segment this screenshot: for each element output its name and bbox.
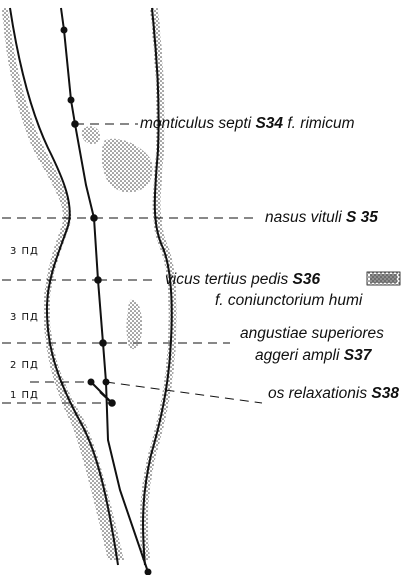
label-s37-line2: aggeri ampli S37 xyxy=(255,347,373,364)
label-s36-line2: f. coniunctorium humi xyxy=(215,292,363,309)
leg-left-contour xyxy=(10,8,118,565)
s36-stamp-icon xyxy=(367,272,400,285)
shin-shading xyxy=(127,300,142,349)
knee-shading-small xyxy=(82,126,100,144)
measure-label-2: 3 ПД xyxy=(10,312,39,323)
point-top-2 xyxy=(68,97,75,104)
measure-label-4: 1 ПД xyxy=(10,390,39,401)
point-bottom xyxy=(145,569,152,575)
leg-left-shading xyxy=(2,8,124,560)
leader-s38-right xyxy=(106,382,262,403)
measure-label-3: 2 ПД xyxy=(10,360,39,371)
label-s36: vicus tertius pedis S36 xyxy=(165,271,320,288)
point-top-1 xyxy=(61,27,68,34)
label-s38: os relaxationis S38 xyxy=(268,385,399,402)
label-s34: monticulus septi S34 f. rimicum xyxy=(140,115,355,132)
s38-branch-line xyxy=(91,382,112,403)
label-s37: angustiae superiores xyxy=(240,325,384,342)
knee-shading xyxy=(102,139,153,193)
label-s35: nasus vituli S 35 xyxy=(265,209,378,226)
measure-label-1: 3 ПД xyxy=(10,246,39,257)
